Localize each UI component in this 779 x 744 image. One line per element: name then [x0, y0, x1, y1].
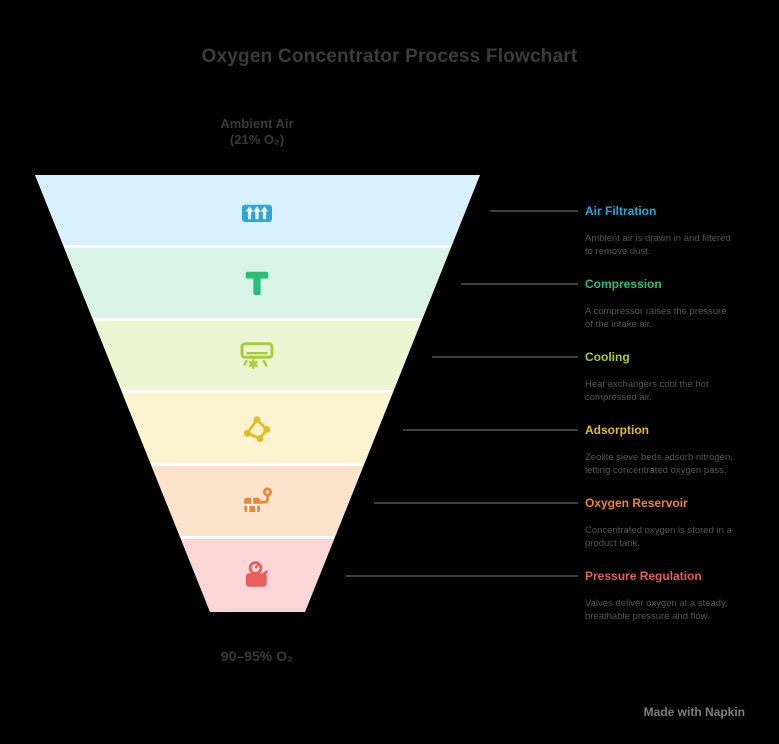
leader-line-air-filtration [490, 210, 578, 212]
stage-desc-compression: A compressor raises the pressure of the … [585, 306, 727, 330]
stage-desc-oxygen-reservoir: Concentrated oxygen is stored in a produ… [585, 525, 732, 549]
leader-line-compression [461, 283, 578, 285]
pressure-gauge-icon [239, 556, 275, 592]
leader-line-adsorption [403, 429, 578, 431]
stage-desc-adsorption: Zeolite sieve beds adsorb nitrogen, lett… [585, 452, 733, 476]
page-title: Oxygen Concentrator Process Flowchart [201, 46, 578, 67]
stage-desc-air-filtration: Ambient air is drawn in and filtered to … [585, 233, 731, 257]
stage-label-adsorption: Adsorption [585, 423, 649, 437]
compressor-icon [239, 265, 275, 301]
stage-desc-pressure-regulation: Valves deliver oxygen at a steady, breat… [585, 598, 728, 622]
stage-label-air-filtration: Air Filtration [585, 204, 657, 218]
stage-desc-cooling: Heat exchangers cool the hot compressed … [585, 379, 709, 403]
funnel-diagram [35, 175, 480, 612]
leader-line-cooling [432, 356, 578, 358]
funnel-segment-adsorption [122, 393, 393, 463]
stage-label-compression: Compression [585, 277, 662, 291]
stage-label-cooling: Cooling [585, 350, 630, 364]
funnel-output-note: 90–95% O₂ [220, 648, 294, 664]
funnel-input-line1: Ambient Air [220, 116, 294, 131]
storage-tank-icon [239, 482, 275, 518]
cooling-unit-icon [239, 337, 275, 373]
molecule-icon [239, 410, 275, 446]
funnel-segment-cooling [93, 321, 421, 390]
stage-label-oxygen-reservoir: Oxygen Reservoir [585, 496, 688, 510]
stage-label-pressure-regulation: Pressure Regulation [585, 569, 702, 583]
funnel-input-line2: (21% O₂) [229, 132, 285, 147]
leader-line-pressure-regulation [345, 575, 578, 577]
leader-line-oxygen-reservoir [374, 502, 578, 504]
funnel-input-note: Ambient Air (21% O₂) [157, 116, 357, 148]
air-intake-icon [239, 192, 275, 228]
watermark: Made with Napkin [643, 705, 745, 719]
